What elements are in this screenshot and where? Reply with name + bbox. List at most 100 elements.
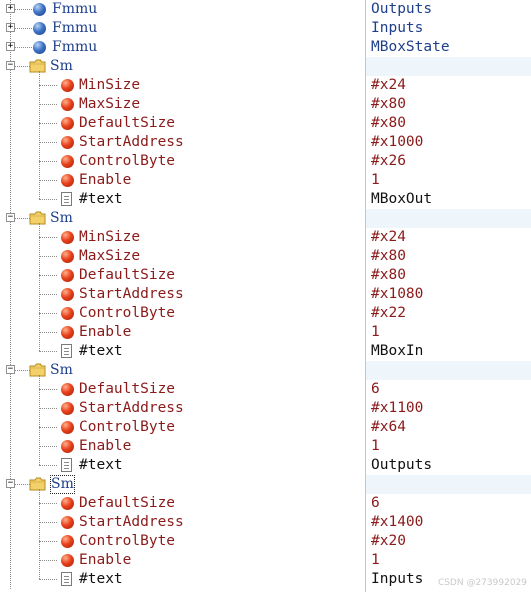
attribute-icon [61, 535, 74, 548]
value-cell[interactable]: 6 [366, 380, 531, 399]
value-cell[interactable]: #x1000 [366, 133, 531, 152]
node-label-sm: Sm [50, 58, 73, 74]
tree-row-attr[interactable]: MinSize#x24 [0, 76, 531, 95]
tree-row-attr[interactable]: ControlByte#x22 [0, 304, 531, 323]
value-cell[interactable]: MBoxOut [366, 190, 531, 209]
attribute-icon [61, 288, 74, 301]
value-cell[interactable]: Inputs [366, 570, 531, 589]
tree-row-attr[interactable]: StartAddress #x1080 [0, 285, 531, 304]
tree-row-attr[interactable]: DefaultSize 6 [0, 494, 531, 513]
node-label-attr: Enable [79, 438, 132, 454]
tree-guide-h [39, 465, 57, 466]
tree-guide-h [10, 47, 32, 48]
tree-row-attr[interactable]: StartAddress#x1100 [0, 399, 531, 418]
tree-row-attr[interactable]: DefaultSize#x80 [0, 114, 531, 133]
value-cell[interactable]: #x24 [366, 76, 531, 95]
value-cell[interactable]: 1 [366, 171, 531, 190]
value-cell[interactable]: #x80 [366, 95, 531, 114]
tree-guide-h [39, 446, 57, 447]
value-cell[interactable] [366, 361, 531, 380]
value-cell[interactable]: #x22 [366, 304, 531, 323]
value-cell[interactable]: #x24 [366, 228, 531, 247]
value-cell[interactable]: Outputs [366, 0, 531, 19]
collapse-button[interactable]: − [6, 60, 15, 70]
value-cell[interactable]: 1 [366, 437, 531, 456]
tree-guide-h [10, 9, 32, 10]
tree-row-sm[interactable]: −Sm [0, 475, 531, 494]
attribute-icon [61, 440, 74, 453]
node-label-attr: DefaultSize [79, 381, 176, 397]
expand-button[interactable]: + [6, 22, 15, 32]
tree-guide-h [39, 237, 57, 238]
tree-guide-h [10, 66, 30, 67]
tree-guide-h [39, 294, 57, 295]
tree-row-attr[interactable]: ControlByte#x26 [0, 152, 531, 171]
node-label-sm: Sm [50, 362, 73, 378]
tree-guide-h [10, 28, 32, 29]
value-cell[interactable] [366, 57, 531, 76]
value-cell[interactable]: Outputs [366, 456, 531, 475]
tree-guide-h [39, 579, 57, 580]
value-cell[interactable]: MBoxState [366, 38, 531, 57]
value-cell[interactable] [366, 209, 531, 228]
tree-row-attr[interactable]: Enable 1 [0, 437, 531, 456]
value-cell[interactable] [366, 475, 531, 494]
value-cell[interactable]: #x80 [366, 266, 531, 285]
node-value: 1 [371, 438, 380, 454]
tree-guide-h [39, 161, 57, 162]
value-cell[interactable]: #x64 [366, 418, 531, 437]
node-value: Inputs [371, 571, 424, 587]
tree-row-attr[interactable]: MaxSize#x80 [0, 247, 531, 266]
expand-button[interactable]: + [6, 41, 15, 51]
value-cell[interactable]: #x1080 [366, 285, 531, 304]
tree-row-attr[interactable]: StartAddress#x1400 [0, 513, 531, 532]
column-divider[interactable] [365, 0, 366, 592]
tree-row-attr[interactable]: MinSize#x24 [0, 228, 531, 247]
value-cell[interactable]: MBoxIn [366, 342, 531, 361]
collapse-button[interactable]: − [6, 478, 15, 488]
value-cell[interactable]: #x20 [366, 532, 531, 551]
node-value: #x26 [371, 153, 406, 169]
tree-row-attr[interactable]: StartAddress#x1000 [0, 133, 531, 152]
tree-guide-h [39, 180, 57, 181]
tree-row-sm[interactable]: − Sm [0, 361, 531, 380]
tree-guide-h [39, 427, 57, 428]
node-label-attr: DefaultSize [79, 495, 176, 511]
collapse-button[interactable]: − [6, 364, 15, 374]
value-cell[interactable]: #x80 [366, 247, 531, 266]
value-cell[interactable]: 1 [366, 551, 531, 570]
value-cell[interactable]: 1 [366, 323, 531, 342]
value-cell[interactable]: 6 [366, 494, 531, 513]
expand-button[interactable]: + [6, 3, 15, 13]
node-label-sm: Sm [50, 210, 73, 226]
tree-row-attr[interactable]: ControlByte#x64 [0, 418, 531, 437]
tree-row-sm[interactable]: − Sm [0, 209, 531, 228]
value-cell[interactable]: #x80 [366, 114, 531, 133]
node-value: #x80 [371, 115, 406, 131]
value-cell[interactable]: #x1100 [366, 399, 531, 418]
tree-row-attr[interactable]: MaxSize#x80 [0, 95, 531, 114]
node-label-attr: StartAddress [79, 286, 184, 302]
tree-row-attr[interactable]: DefaultSize#x80 [0, 266, 531, 285]
tree-guide-h [39, 560, 57, 561]
tree-row-attr[interactable]: ControlByte#x20 [0, 532, 531, 551]
value-cell[interactable]: #x1400 [366, 513, 531, 532]
tree-guide-h [39, 351, 57, 352]
tree-row-sm[interactable]: − Sm [0, 57, 531, 76]
value-cell[interactable]: #x26 [366, 152, 531, 171]
attribute-icon [61, 117, 74, 130]
value-cell[interactable]: Inputs [366, 19, 531, 38]
collapse-button[interactable]: − [6, 212, 15, 222]
tree-row-attr[interactable]: DefaultSize 6 [0, 380, 531, 399]
